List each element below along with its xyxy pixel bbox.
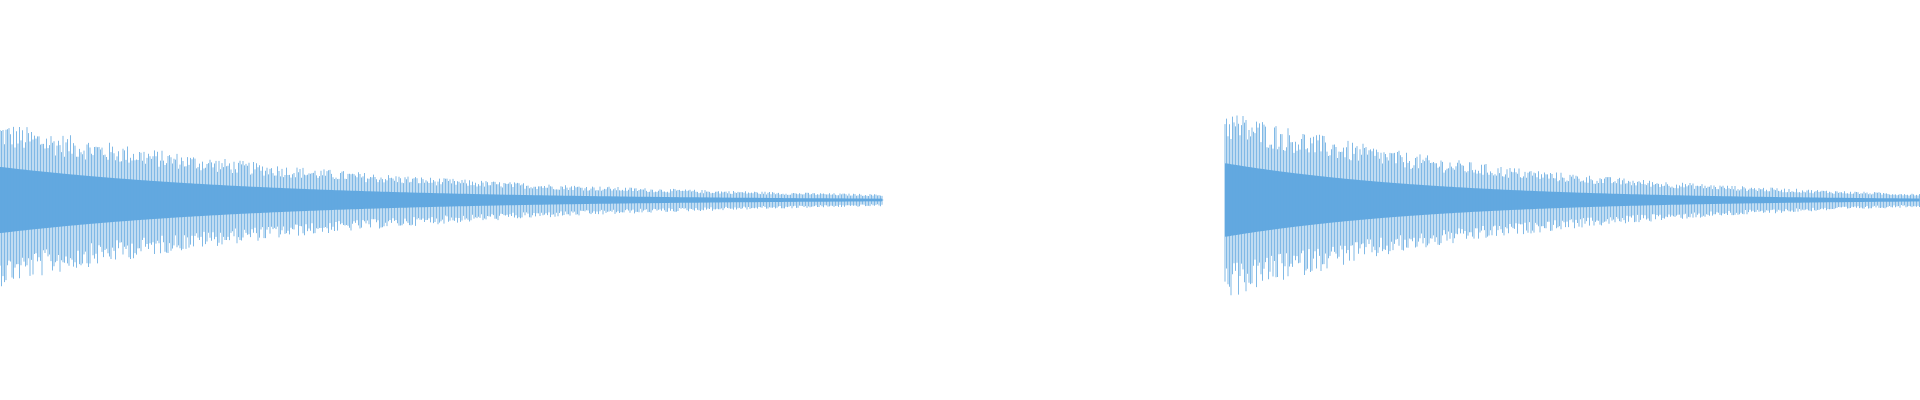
waveform-clip-2[interactable]	[1224, 115, 1920, 296]
waveform-clip-1[interactable]	[0, 126, 884, 287]
waveform-spikes	[0, 126, 883, 287]
waveform-group	[0, 115, 1920, 296]
waveform-body	[1225, 163, 1919, 237]
